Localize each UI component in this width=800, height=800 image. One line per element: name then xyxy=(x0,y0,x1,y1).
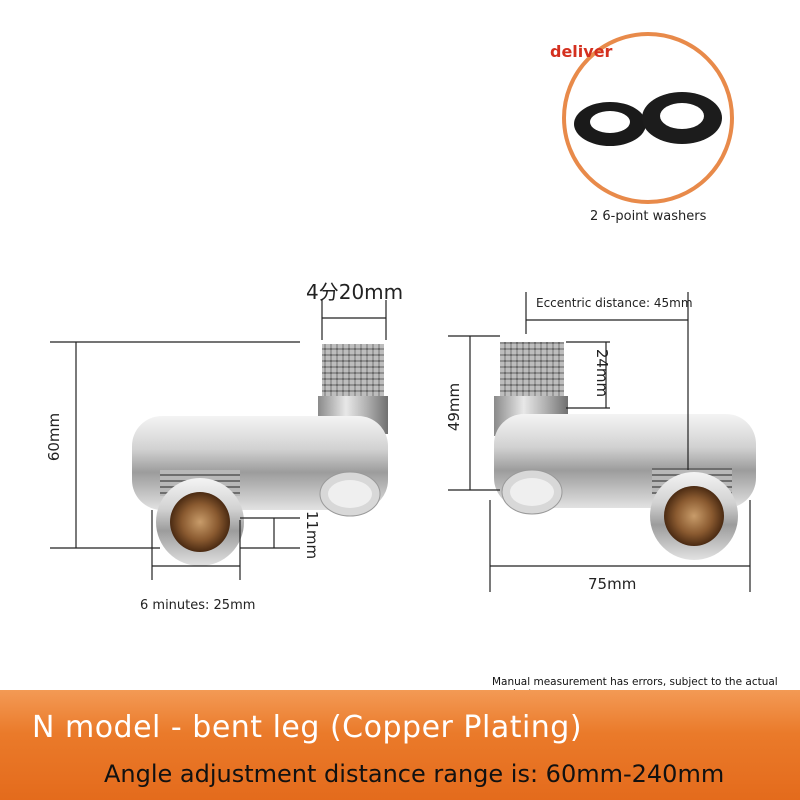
left-height-label: 60mm xyxy=(45,412,64,462)
right-height-label: 49mm xyxy=(445,382,464,432)
right-width-label: 75mm xyxy=(588,575,637,593)
eccentric-label: Eccentric distance: 45mm xyxy=(536,296,693,310)
right-fitting-drawing xyxy=(494,342,756,560)
right-dimension-lines xyxy=(448,292,751,592)
banner-subtitle: Angle adjustment distance range is: 60mm… xyxy=(104,760,725,788)
left-gap-label: 11mm xyxy=(303,510,322,560)
deliver-label: deliver xyxy=(550,42,613,61)
left-fitting-drawing xyxy=(132,344,388,566)
left-thread-label: 6 minutes: 25mm xyxy=(140,598,256,613)
left-dimension-lines xyxy=(50,300,387,580)
washer-caption: 2 6-point washers xyxy=(590,209,707,224)
washer-icon xyxy=(574,92,722,146)
washer-inset xyxy=(562,32,734,204)
right-thread-label: 24mm xyxy=(593,348,612,398)
left-top-label: 4分20mm xyxy=(306,280,404,304)
bottom-banner xyxy=(0,690,800,800)
banner-title: N model - bent leg (Copper Plating) xyxy=(32,710,583,745)
